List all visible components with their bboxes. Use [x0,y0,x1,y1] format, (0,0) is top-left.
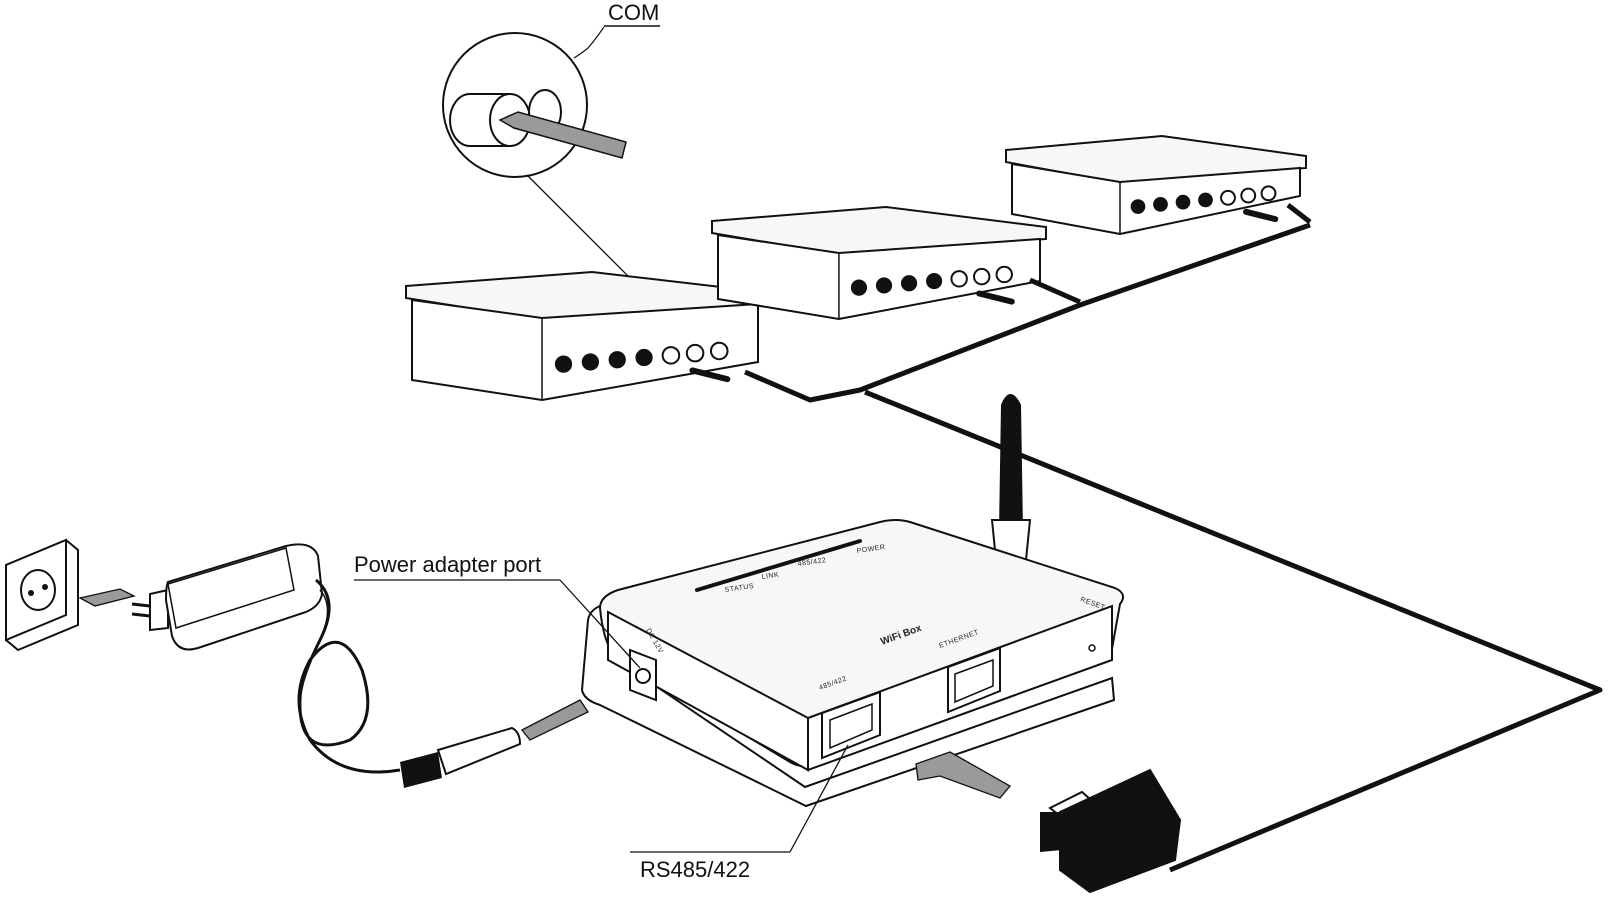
com-insert-arrow [498,111,627,159]
power-port-callout: Power adapter port [354,552,641,669]
rs485-bus-cable [744,203,1603,873]
dc-jack [635,668,651,684]
plug-insert-arrow [520,699,589,741]
led-label-power: POWER [856,544,886,555]
com-leader [573,26,605,59]
inverter-units [405,134,1307,402]
led-label-link: LINK [761,572,779,581]
rj-insert-arrow [915,751,1011,799]
inverter-unit-2-connector [995,265,1013,284]
wall-socket [5,538,79,652]
inverter-unit-1-connector [661,346,681,365]
reset-hole [1088,644,1096,652]
led-label-485: 485/422 [797,557,827,568]
inverter-unit-1-com-port [685,343,705,363]
inverter-unit-1 [405,270,765,402]
inverter-unit-3 [1005,134,1307,236]
inverter-unit-2 [711,205,1047,321]
power-port-label: Power adapter port [354,552,541,577]
com-callout: COM [442,0,713,361]
inverter-unit-2-com-port [972,267,991,286]
rs485-port [829,702,873,750]
power-adapter [78,543,589,788]
adapter-insert-arrow [78,588,136,607]
wifi-box: POWER 485/422 LINK STATUS WiFi Box ETHER… [580,519,1125,808]
rj-plug [1040,768,1182,894]
ethernet-port [954,658,994,704]
led-label-status: STATUS [724,583,754,594]
inverter-unit-3-connector [1260,185,1277,202]
inverter-unit-1-connector [709,341,729,361]
inverter-unit-3-connector [1220,189,1236,206]
inverter-unit-3-com-port [1240,187,1257,204]
antenna [990,394,1032,561]
inverter-unit-2-connector [950,270,968,288]
rs485-label: RS485/422 [640,857,750,882]
com-label: COM [608,0,659,25]
rs485-callout: RS485/422 [630,744,849,882]
